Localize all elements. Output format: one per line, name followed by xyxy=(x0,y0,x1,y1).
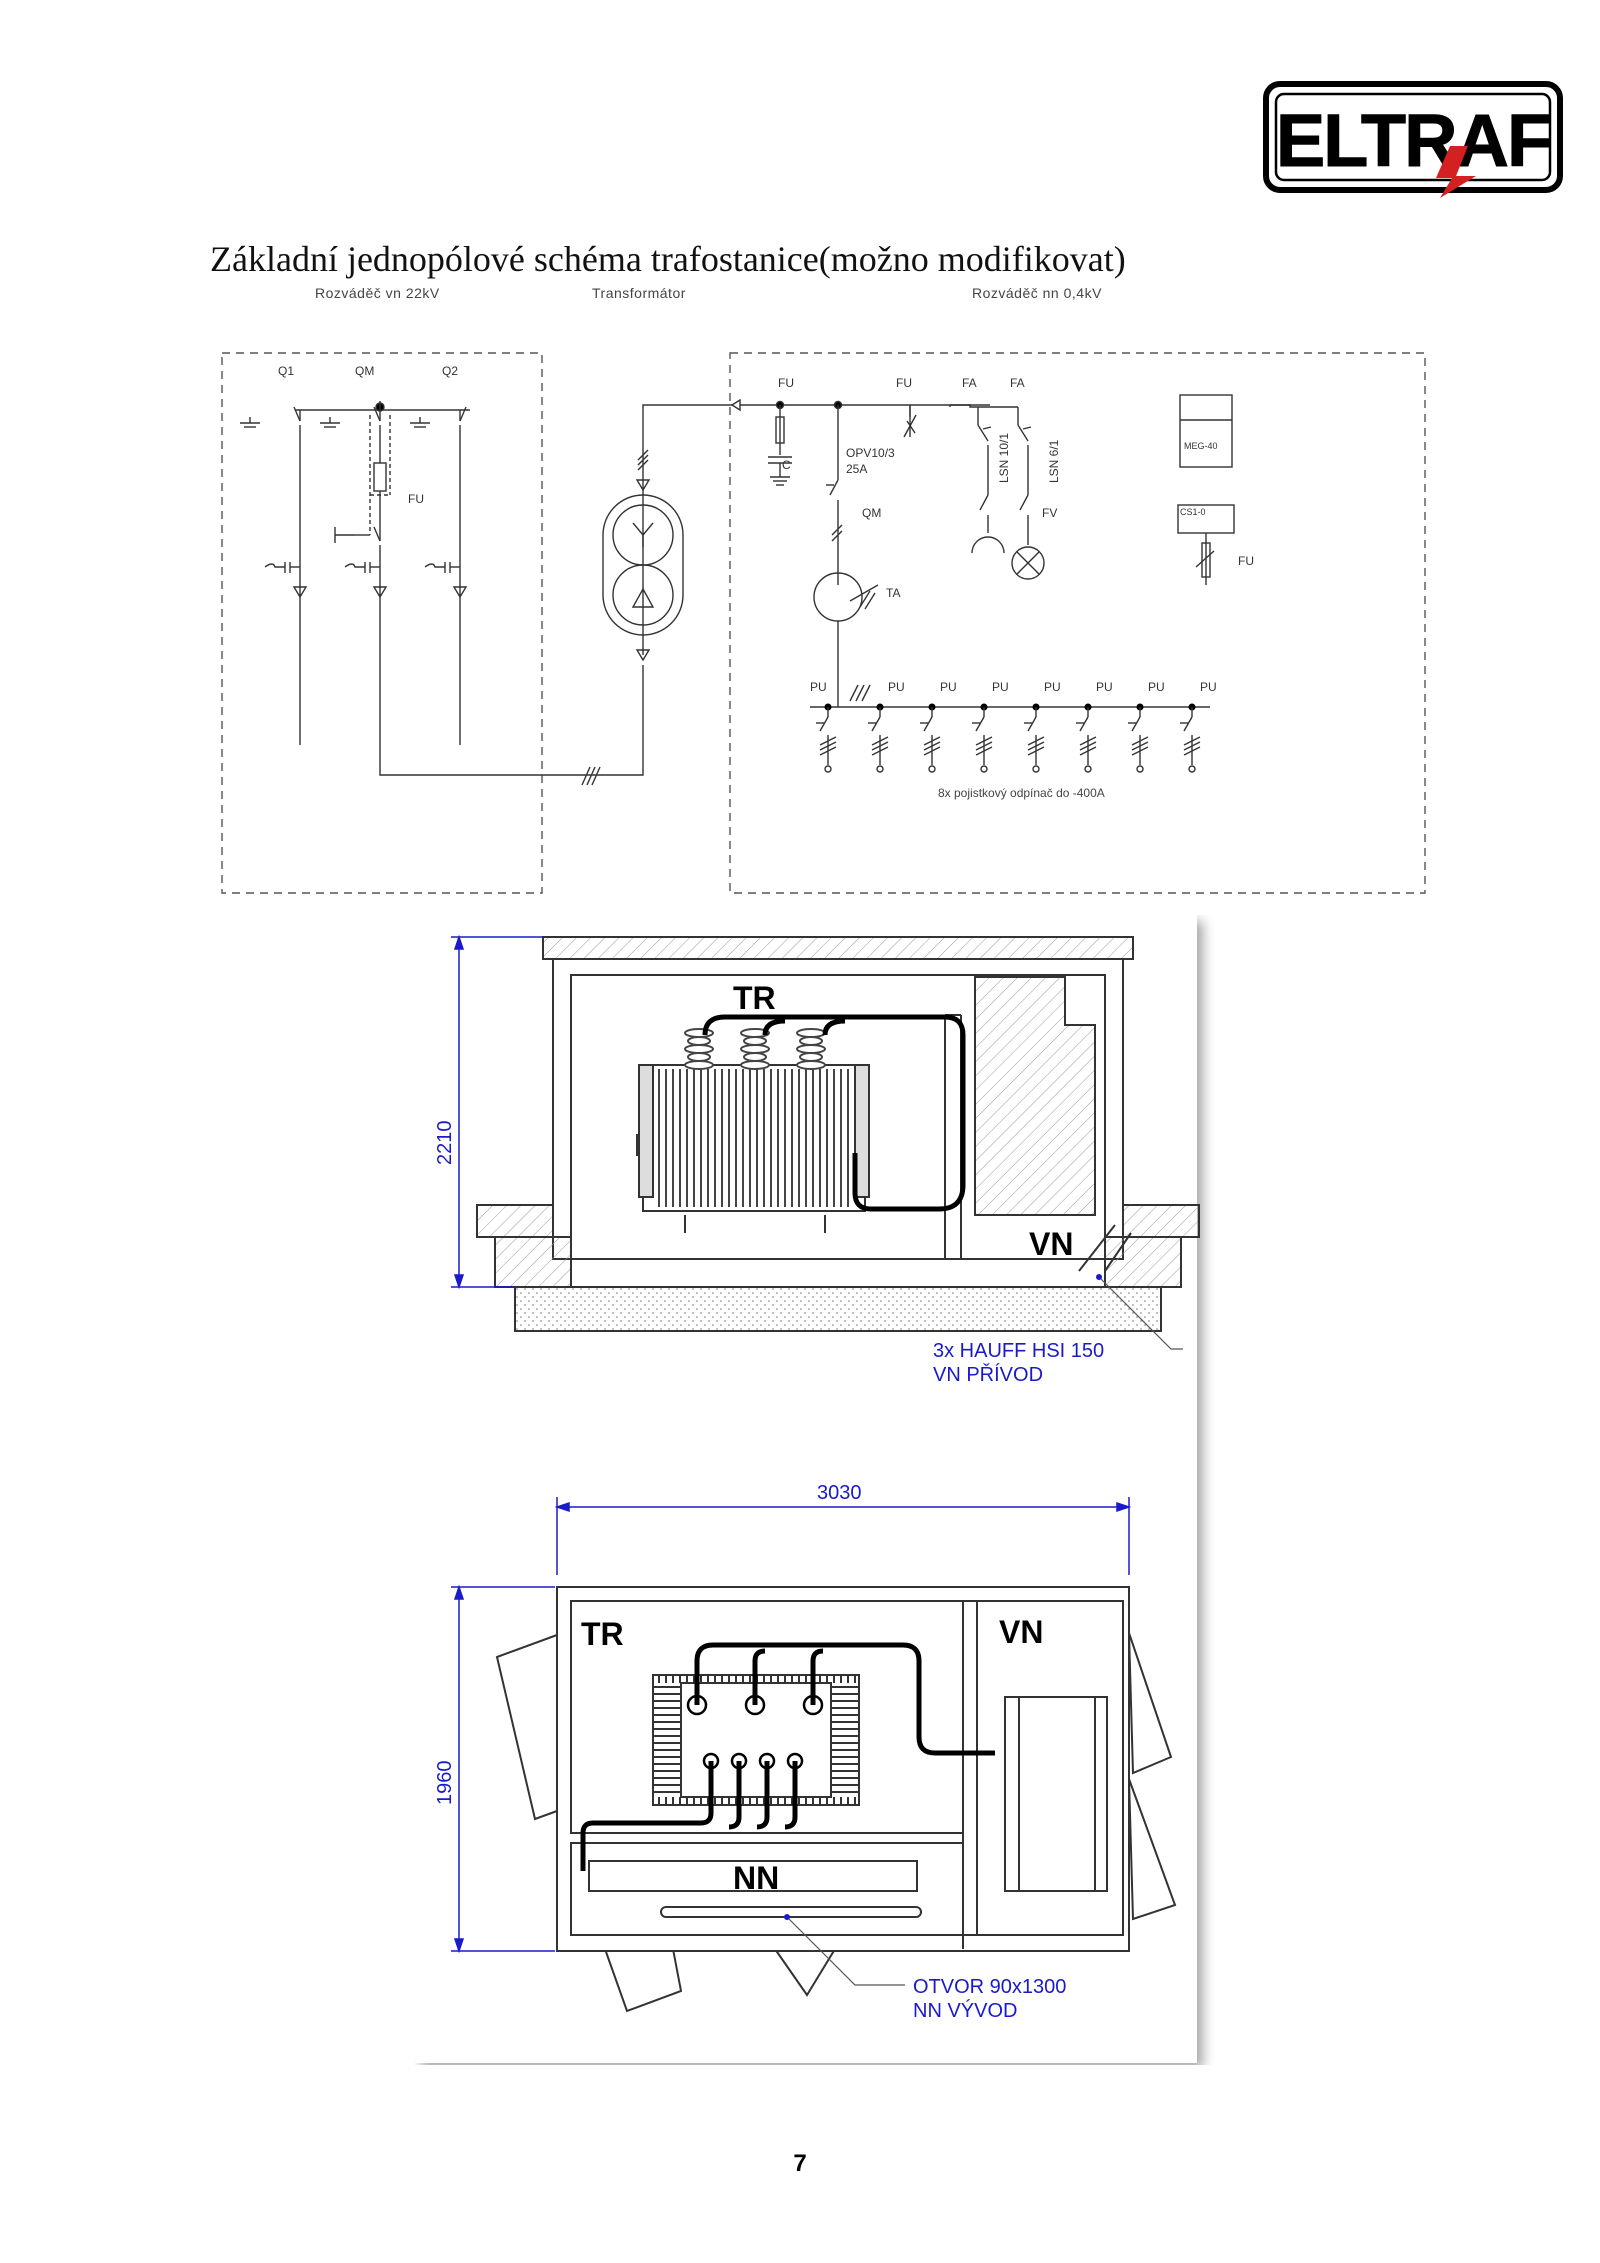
label-q2: Q2 xyxy=(442,364,458,378)
lv-meters: MEG-40 CS1-0 xyxy=(1177,394,1235,585)
lightning-icon xyxy=(1436,146,1476,198)
top-view: 3030 1960 xyxy=(434,1482,1177,2022)
label-fu-1: FU xyxy=(778,376,794,390)
depth-dim-text: 1960 xyxy=(434,1761,456,1806)
pu-feeder xyxy=(1128,703,1149,773)
page-title: Základní jednopólové schéma trafostanice… xyxy=(210,239,1126,279)
eltraf-logo: ELTRAF xyxy=(1263,81,1563,198)
top-vn-label: VN xyxy=(999,1614,1043,1650)
label-c: C xyxy=(782,458,791,472)
label-pu: PU xyxy=(810,680,827,694)
pu-feeder xyxy=(1076,703,1097,773)
lv-cable-top xyxy=(580,1761,798,1871)
label-fu-2: FU xyxy=(896,376,912,390)
lv-switchboard-label: Rozváděč nn 0,4kV xyxy=(972,285,1102,301)
label-qm-hv: QM xyxy=(355,364,374,378)
side-callout-1: 3x HAUFF HSI 150 xyxy=(933,1340,1104,1362)
pu-feeder xyxy=(1180,703,1201,773)
label-qm-lv: QM xyxy=(862,506,881,520)
foundation xyxy=(514,1286,1162,1332)
hv-cable-side xyxy=(702,1014,966,1212)
page-number: 7 xyxy=(793,2150,807,2177)
station-drawing: 2210 TR VN 3x HAUFF HSI 150 VN PŘÍVOD 30… xyxy=(415,915,1200,2063)
vn-switchgear xyxy=(974,976,1096,1216)
transformer-symbol xyxy=(602,404,730,662)
transformer-label: Transformátor xyxy=(592,285,686,301)
label-fu-hv: FU xyxy=(408,492,424,506)
side-vn-label: VN xyxy=(1029,1226,1073,1262)
height-dimension xyxy=(451,934,543,1290)
pu-feeder xyxy=(868,703,889,773)
width-dim-text: 3030 xyxy=(817,1482,862,1504)
side-view: 2210 TR VN 3x HAUFF HSI 150 VN PŘÍVOD xyxy=(434,934,1200,1386)
label-opv-current: 25A xyxy=(846,462,867,476)
logo-text: ELTRAF xyxy=(1276,99,1550,182)
top-callout-1: OTVOR 90x1300 xyxy=(913,1976,1066,1998)
hv-feeder-q1 xyxy=(240,406,308,745)
hv-switchboard-frame xyxy=(221,352,543,894)
lv-fa-branches xyxy=(949,404,1045,580)
label-fu-3: FU xyxy=(1238,554,1254,568)
pu-feeder xyxy=(816,703,837,773)
hv-switchboard-label: Rozváděč vn 22kV xyxy=(315,285,440,301)
label-ta: TA xyxy=(886,586,900,600)
pu-feeders xyxy=(816,703,1201,773)
height-dim-text: 2210 xyxy=(434,1121,456,1166)
label-lsn10: LSN 10/1 xyxy=(997,433,1011,483)
lv-switchboard-frame xyxy=(729,352,1426,894)
label-fa-2: FA xyxy=(1010,376,1025,390)
lv-capacitor-branch xyxy=(768,405,792,486)
label-pu: PU xyxy=(992,680,1009,694)
roof xyxy=(542,936,1134,960)
top-nn-label: NN xyxy=(733,1860,779,1896)
pu-labels: PU PU PU PU PU PU PU PU xyxy=(810,680,1217,694)
lv-fu2-branch xyxy=(903,405,917,438)
label-meg: MEG-40 xyxy=(1184,441,1218,451)
label-cs: CS1-0 xyxy=(1180,507,1206,517)
hv-cable-top xyxy=(694,1642,995,1756)
label-pu: PU xyxy=(1200,680,1217,694)
single-line-schematic: Q1 QM Q2 FU xyxy=(221,352,1426,894)
label-pu: PU xyxy=(1044,680,1061,694)
width-dimension xyxy=(554,1497,1132,1575)
label-pu: PU xyxy=(888,680,905,694)
hv-feeder-qm xyxy=(320,406,391,757)
top-tr-label: TR xyxy=(581,1616,624,1652)
nn-opening xyxy=(660,1906,922,1918)
pu-feeder xyxy=(972,703,993,773)
label-pu: PU xyxy=(940,680,957,694)
pu-feeder xyxy=(1024,703,1045,773)
hv-feeder-q2 xyxy=(410,406,468,745)
fuse-switch-note: 8x pojistkový odpínač do -400A xyxy=(938,786,1105,800)
label-q1: Q1 xyxy=(278,364,294,378)
side-callout-2: VN PŘÍVOD xyxy=(933,1363,1043,1386)
label-lsn6: LSN 6/1 xyxy=(1047,439,1061,483)
top-callout-2: NN VÝVOD xyxy=(913,1999,1017,2022)
pu-feeder xyxy=(920,703,941,773)
depth-dimension xyxy=(451,1584,555,1954)
label-opv: OPV10/3 xyxy=(846,446,895,460)
side-tr-label: TR xyxy=(733,980,776,1016)
transformer-side xyxy=(636,1028,870,1233)
label-pu: PU xyxy=(1148,680,1165,694)
door-right xyxy=(1128,1632,1173,1775)
lv-main-breaker-branch xyxy=(813,405,879,707)
label-fa-1: FA xyxy=(962,376,977,390)
label-fv: FV xyxy=(1042,506,1057,520)
label-pu: PU xyxy=(1096,680,1113,694)
